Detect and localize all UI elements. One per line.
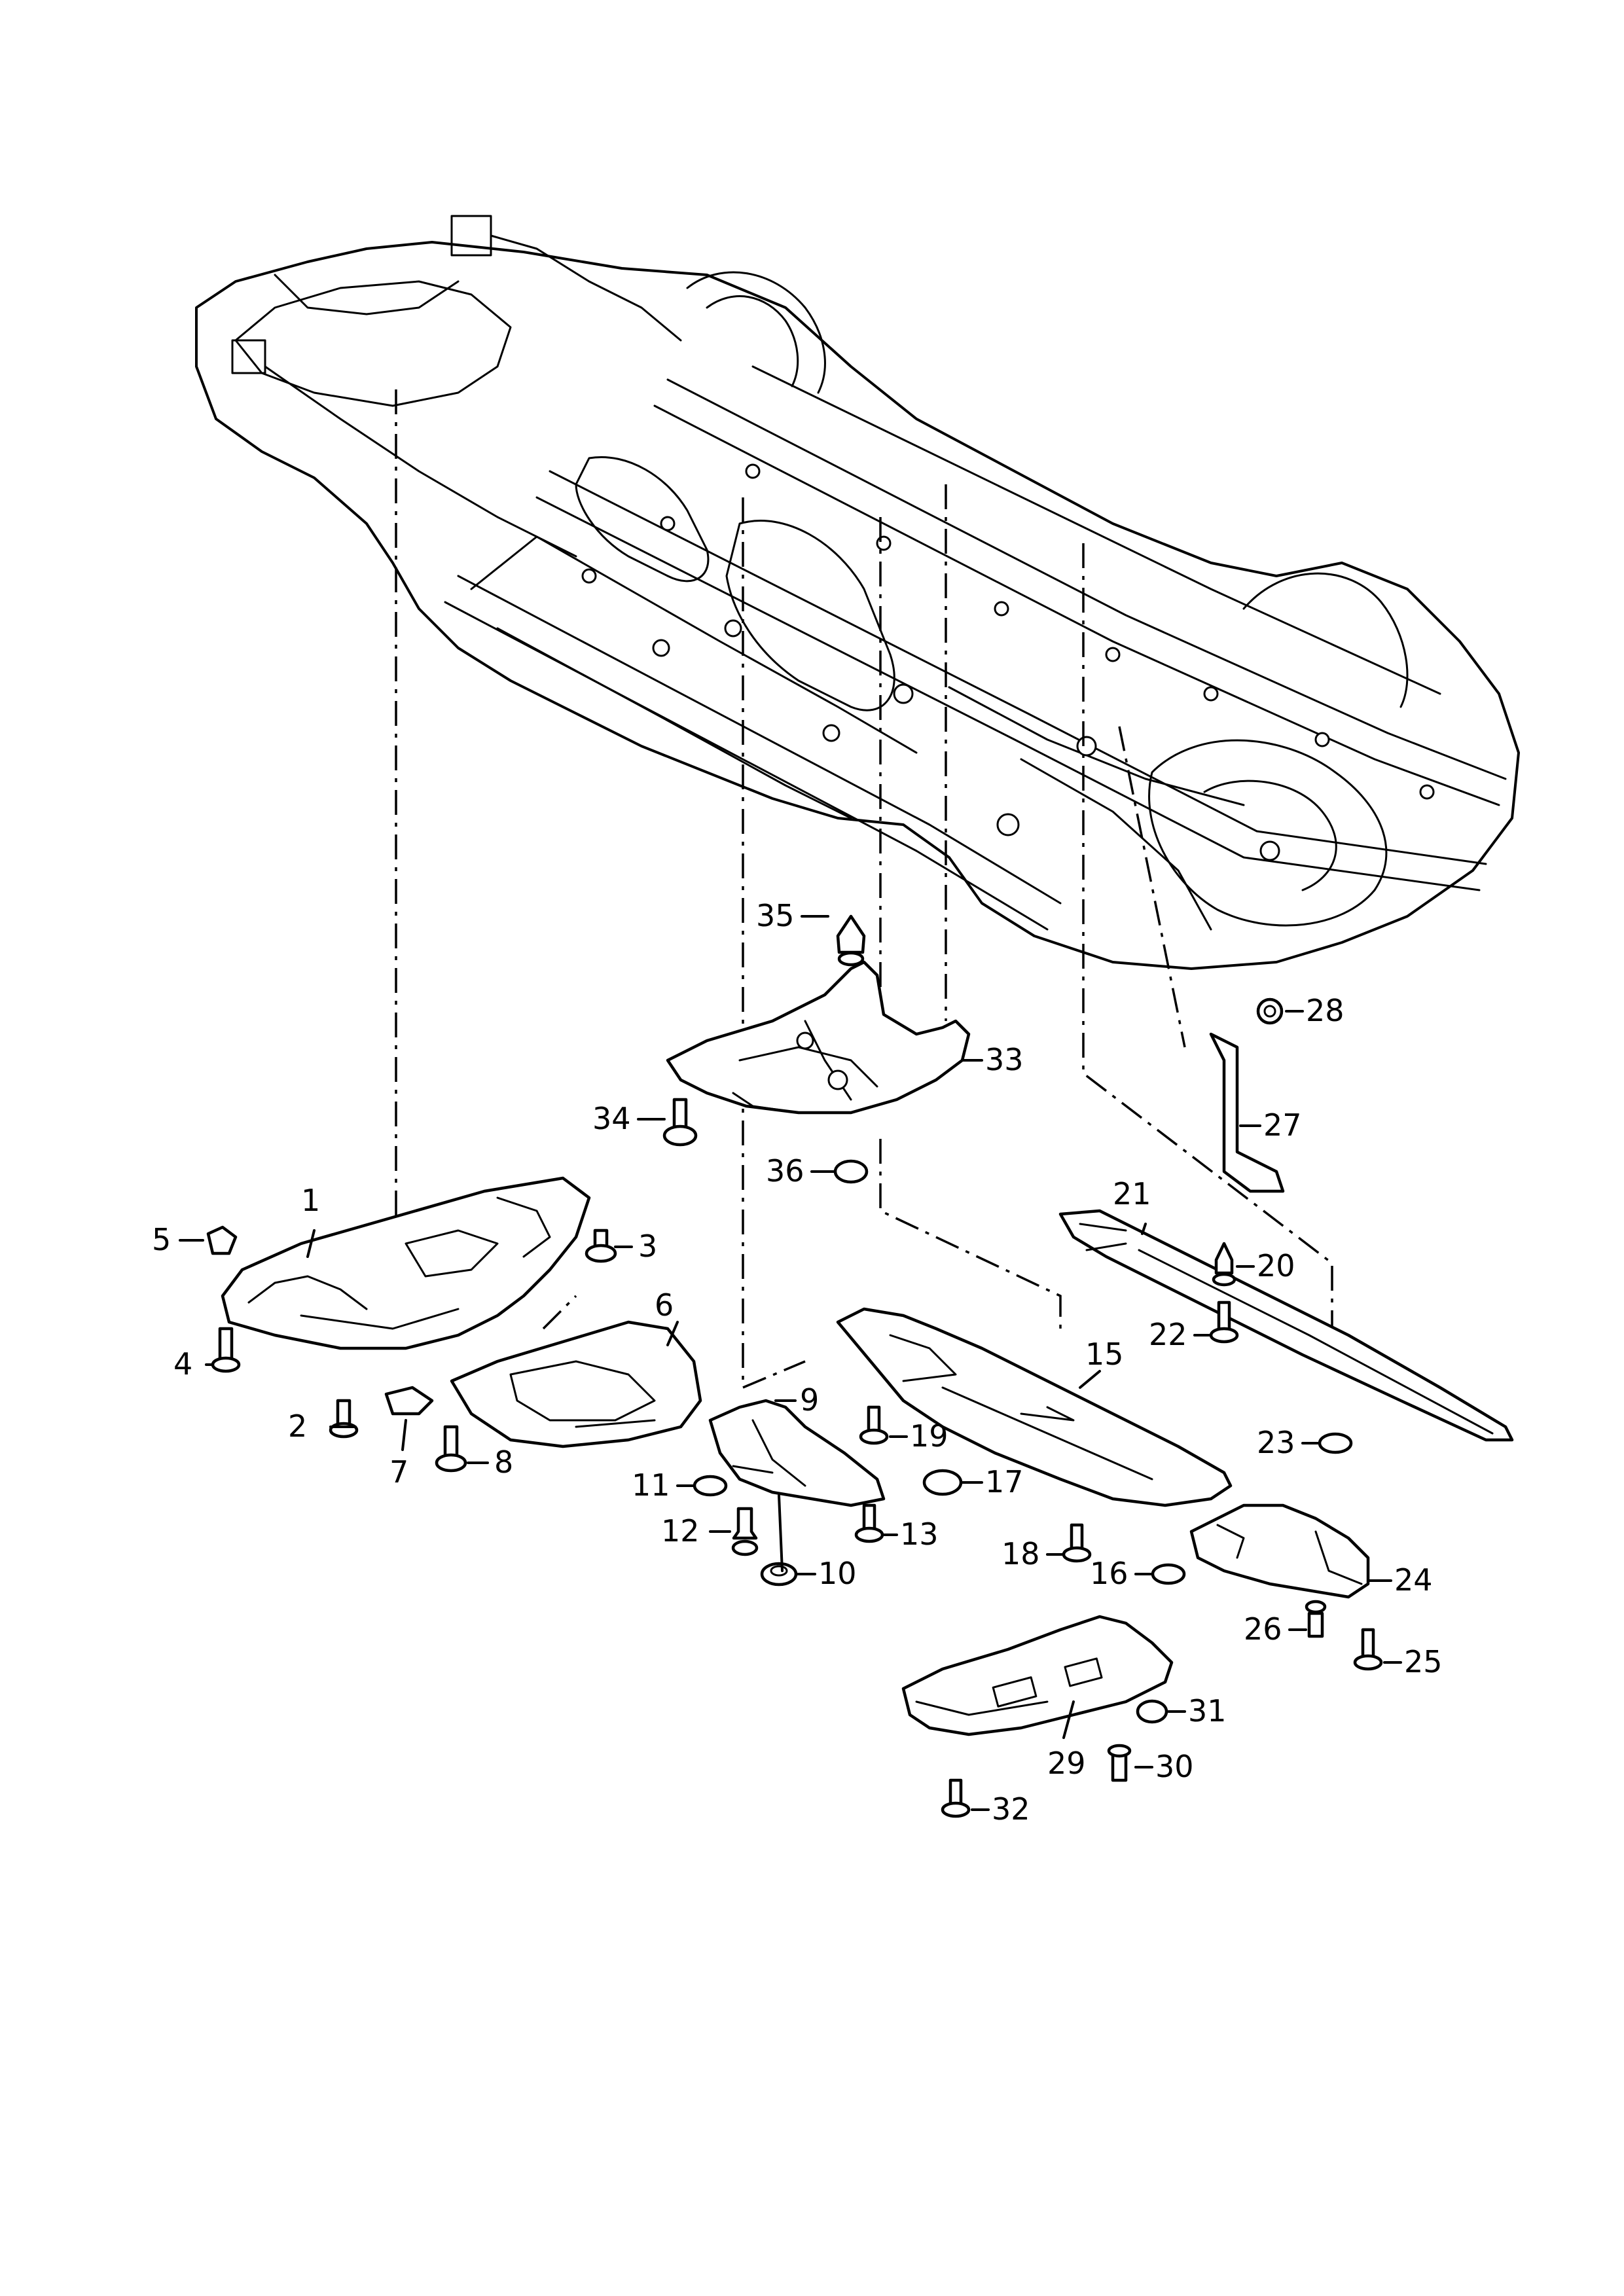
part-28-nut — [1256, 997, 1284, 1025]
part-labels: 1 2 3 4 5 6 7 8 9 10 11 12 13 15 16 17 1… — [152, 898, 1443, 1827]
part-7-bracket — [384, 1386, 434, 1416]
label-part-17: 17 — [985, 1464, 1024, 1499]
label-part-9: 9 — [800, 1382, 819, 1418]
label-part-7: 7 — [389, 1454, 408, 1490]
part-9-side-shield — [708, 1399, 886, 1507]
part-35-clip — [836, 914, 866, 967]
label-part-26: 26 — [1244, 1611, 1282, 1647]
part-32-screw — [941, 1778, 971, 1818]
part-19-screw — [859, 1405, 889, 1445]
label-part-20: 20 — [1257, 1248, 1295, 1283]
label-part-27: 27 — [1263, 1107, 1302, 1143]
label-part-23: 23 — [1257, 1425, 1295, 1460]
label-part-36: 36 — [766, 1153, 804, 1189]
label-part-11: 11 — [632, 1467, 670, 1503]
label-part-8: 8 — [494, 1444, 513, 1480]
part-27-strut-bracket — [1209, 1032, 1285, 1193]
label-part-10: 10 — [818, 1556, 857, 1591]
part-36-nut — [833, 1159, 869, 1184]
part-15-side-panel — [836, 1307, 1233, 1507]
assembly-lines — [343, 389, 1333, 1389]
part-16-nut — [1151, 1563, 1186, 1585]
part-4-screw — [211, 1327, 241, 1373]
label-part-6: 6 — [655, 1287, 674, 1323]
label-part-4: 4 — [173, 1346, 192, 1382]
part-29-rear-shield — [901, 1615, 1174, 1736]
label-part-29: 29 — [1047, 1746, 1086, 1781]
part-18-screw — [1062, 1523, 1092, 1563]
label-part-28: 28 — [1306, 993, 1344, 1028]
label-part-30: 30 — [1155, 1749, 1194, 1784]
part-24-rear-bracket — [1189, 1503, 1370, 1599]
label-part-34: 34 — [592, 1101, 631, 1136]
part-13-screw — [854, 1503, 884, 1543]
part-30-clip — [1107, 1744, 1132, 1782]
label-part-5: 5 — [152, 1222, 171, 1257]
label-part-19: 19 — [910, 1418, 948, 1454]
part-23-nut — [1318, 1432, 1353, 1454]
label-part-2: 2 — [288, 1408, 307, 1444]
label-part-24: 24 — [1394, 1562, 1433, 1598]
part-8-screw — [435, 1425, 467, 1473]
label-part-13: 13 — [900, 1516, 939, 1552]
part-17-nut — [922, 1469, 963, 1496]
label-part-3: 3 — [638, 1229, 657, 1264]
part-2-screw — [329, 1399, 359, 1439]
label-part-25: 25 — [1404, 1644, 1443, 1679]
label-part-33: 33 — [985, 1042, 1024, 1077]
part-3-nut — [585, 1229, 617, 1263]
label-part-18: 18 — [1001, 1536, 1040, 1571]
label-part-22: 22 — [1149, 1317, 1187, 1352]
part-1-front-underbody-shield — [221, 1176, 591, 1350]
vehicle-underbody — [195, 215, 1520, 970]
label-part-21: 21 — [1113, 1176, 1151, 1211]
part-31-nut — [1136, 1699, 1168, 1724]
label-part-32: 32 — [992, 1791, 1030, 1827]
part-5-clip — [206, 1225, 238, 1255]
label-part-16: 16 — [1090, 1556, 1128, 1591]
part-20-clip — [1212, 1242, 1236, 1287]
label-part-15: 15 — [1085, 1336, 1124, 1372]
part-12-clip — [731, 1507, 759, 1556]
part-6-center-underbody-shield — [450, 1320, 702, 1448]
part-25-screw — [1353, 1628, 1383, 1671]
leader-lines — [179, 915, 1402, 1811]
label-part-31: 31 — [1188, 1693, 1227, 1729]
fasteners — [211, 914, 1383, 1818]
part-33-tunnel-shield — [666, 960, 971, 1115]
label-part-1: 1 — [301, 1183, 320, 1218]
part-21-side-rail-strip — [1058, 1209, 1514, 1442]
part-10-nut — [760, 1562, 798, 1587]
part-34-screw — [662, 1098, 698, 1147]
part-26-clip — [1305, 1600, 1327, 1638]
label-part-12: 12 — [661, 1513, 700, 1549]
part-11-nut — [693, 1475, 728, 1497]
label-part-35: 35 — [756, 898, 795, 933]
